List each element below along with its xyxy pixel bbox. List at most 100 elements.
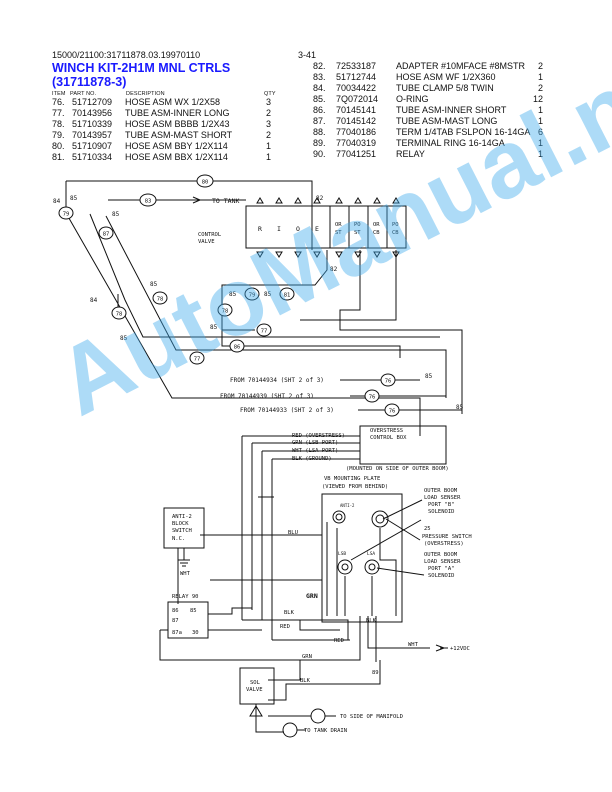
svg-text:78: 78 xyxy=(116,312,123,318)
svg-text:ANTI-2: ANTI-2 xyxy=(340,503,355,508)
svg-text:76: 76 xyxy=(389,409,396,415)
electrical-diagram: OVERSTRESS CONTROL BOX RED (OVERSTRESS) … xyxy=(159,425,472,738)
balloon-81 xyxy=(279,287,295,301)
wire xyxy=(177,600,252,615)
wire-label: BLK (GROUND) xyxy=(292,456,332,462)
wire-label: BLK xyxy=(300,678,311,684)
balloon-76 xyxy=(384,403,400,417)
hose-line xyxy=(339,250,463,414)
wire-label: WHT xyxy=(180,571,191,577)
svg-text:81: 81 xyxy=(284,293,291,299)
callout-ps: (OVERSTRESS) xyxy=(424,541,464,547)
wire-label: RED xyxy=(334,638,344,644)
svg-text:ST: ST xyxy=(354,230,361,236)
tank-drain-label: TO TANK DRAIN xyxy=(304,728,347,734)
callout-a: LOAD SENSER xyxy=(424,559,461,565)
ref-label: 85 xyxy=(70,195,78,202)
wire-label: WHT xyxy=(408,642,419,648)
callout-25: 25 xyxy=(424,526,431,532)
svg-text:78: 78 xyxy=(157,297,164,303)
relay-label: RELAY 90 xyxy=(172,594,199,600)
svg-text:ST: ST xyxy=(335,230,342,236)
ref-label: 82 xyxy=(316,195,324,202)
callout-a: SOLENOID xyxy=(428,573,455,579)
callout-b: PORT "B" xyxy=(428,502,455,508)
svg-text:OR: OR xyxy=(335,222,342,228)
svg-text:I: I xyxy=(277,225,281,233)
col-item: ITEM xyxy=(52,91,66,97)
ref-label: 84 xyxy=(90,297,98,304)
box-note: (MOUNTED ON SIDE OF OUTER BOOM) xyxy=(346,466,449,472)
svg-text:CB: CB xyxy=(373,230,380,236)
svg-text:79: 79 xyxy=(249,293,256,299)
svg-text:PO: PO xyxy=(354,222,361,228)
vb-mounting-plate xyxy=(321,493,403,623)
arrow-icon xyxy=(435,644,448,652)
col-partno: PART NO. xyxy=(70,91,97,97)
box-title: CONTROL BOX xyxy=(370,435,407,441)
manifold-label: TO SIDE OF MANIFOLD xyxy=(340,714,403,720)
wire-label: GRN xyxy=(306,592,318,600)
wire-label: BLK xyxy=(284,610,295,616)
sol-valve-label: VALVE xyxy=(246,687,263,693)
ref-label: 82 xyxy=(330,266,338,273)
balloon-79 xyxy=(58,206,74,220)
plate-title: VB MOUNTING PLATE xyxy=(324,476,380,482)
ref-label: 85 xyxy=(425,373,433,380)
sol-valve xyxy=(239,667,275,705)
ref-label: 85 xyxy=(120,335,128,342)
wire xyxy=(268,616,361,681)
page-number: 3-41 xyxy=(298,50,317,60)
svg-text:80: 80 xyxy=(202,180,209,186)
balloon-87 xyxy=(98,226,114,240)
sol-valve-label: SOL xyxy=(250,680,261,686)
switch-label: N.C. xyxy=(172,536,185,542)
svg-text:76: 76 xyxy=(385,379,392,385)
wire-label: WHT (LSA PORT) xyxy=(292,448,338,454)
wire-label: BLK xyxy=(366,618,377,624)
control-valve xyxy=(245,205,407,249)
relay-90 xyxy=(167,601,209,639)
ref-label: 85 xyxy=(456,404,464,411)
svg-text:LSB: LSB xyxy=(338,551,346,557)
hose-line xyxy=(65,181,421,436)
balloon-86 xyxy=(229,339,245,353)
ref-label: 85 xyxy=(112,211,120,218)
callout-ps: PRESSURE SWITCH xyxy=(422,534,472,540)
balloon-77 xyxy=(189,351,205,365)
overstress-control-box xyxy=(359,425,447,465)
pressure-switch xyxy=(371,510,389,528)
balloon-76 xyxy=(364,389,380,403)
callout-b: LOAD SENSER xyxy=(424,495,461,501)
ref-label: 84 xyxy=(53,198,61,205)
hose-line xyxy=(89,213,440,338)
wire-label: RED (OVERSTRESS) xyxy=(292,433,345,439)
kit-number: (31711878-3) xyxy=(52,75,127,89)
balloon-79 xyxy=(244,287,260,301)
box-title: OVERSTRESS xyxy=(370,428,403,434)
from-label: FROM 70144934 (SHT 2 of 3) xyxy=(230,377,324,384)
wire xyxy=(242,619,340,631)
svg-text:85: 85 xyxy=(190,608,197,614)
control-valve-label: VALVE xyxy=(198,239,215,245)
svg-text:87a: 87a xyxy=(172,630,182,636)
svg-text:86: 86 xyxy=(172,608,179,614)
col-description: DESCRIPTION xyxy=(126,91,165,97)
document-id: 15000/21100:31711878.03.19970110 xyxy=(52,50,201,60)
wire-label: GRN (LSB PORT) xyxy=(292,440,338,446)
plate-title: (VIEWED FROM BEHIND) xyxy=(322,484,388,490)
wire xyxy=(249,704,284,733)
